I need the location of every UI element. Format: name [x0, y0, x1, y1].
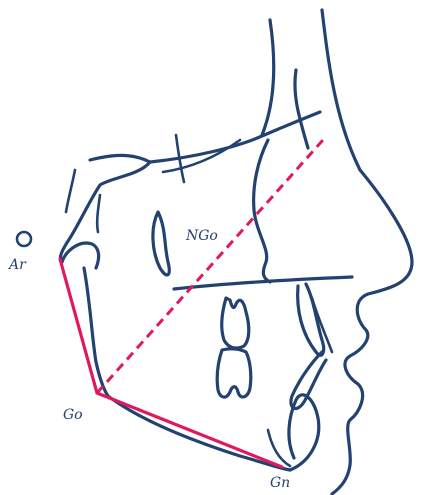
lower-molar-outline: [217, 349, 251, 397]
orbit-floor-stroke: [163, 140, 240, 172]
pterygomaxillary-fissure: [153, 212, 169, 275]
ar-label: Ar: [7, 257, 27, 273]
condyle-outline: [62, 243, 99, 268]
upper-molar-outline: [222, 298, 249, 348]
symphysis-inner-stroke: [268, 430, 290, 466]
gn-label: Gn: [270, 475, 290, 491]
ngo-dashed-line: [97, 140, 323, 393]
clivus-stroke: [97, 195, 100, 232]
ngo-label: NGo: [185, 228, 218, 244]
sella-region-stroke: [66, 170, 75, 212]
ar-marker-circle: [17, 232, 31, 246]
nasal-bone-outline: [262, 20, 274, 135]
go-label: Go: [63, 407, 83, 423]
orbit-lateral-rim: [254, 140, 270, 282]
ramus-posterior-border: [84, 268, 108, 396]
mandibular-body-line-go-gn: [97, 393, 282, 467]
frontal-nasal-outline: [295, 70, 308, 148]
soft-tissue-profile: [322, 10, 412, 494]
